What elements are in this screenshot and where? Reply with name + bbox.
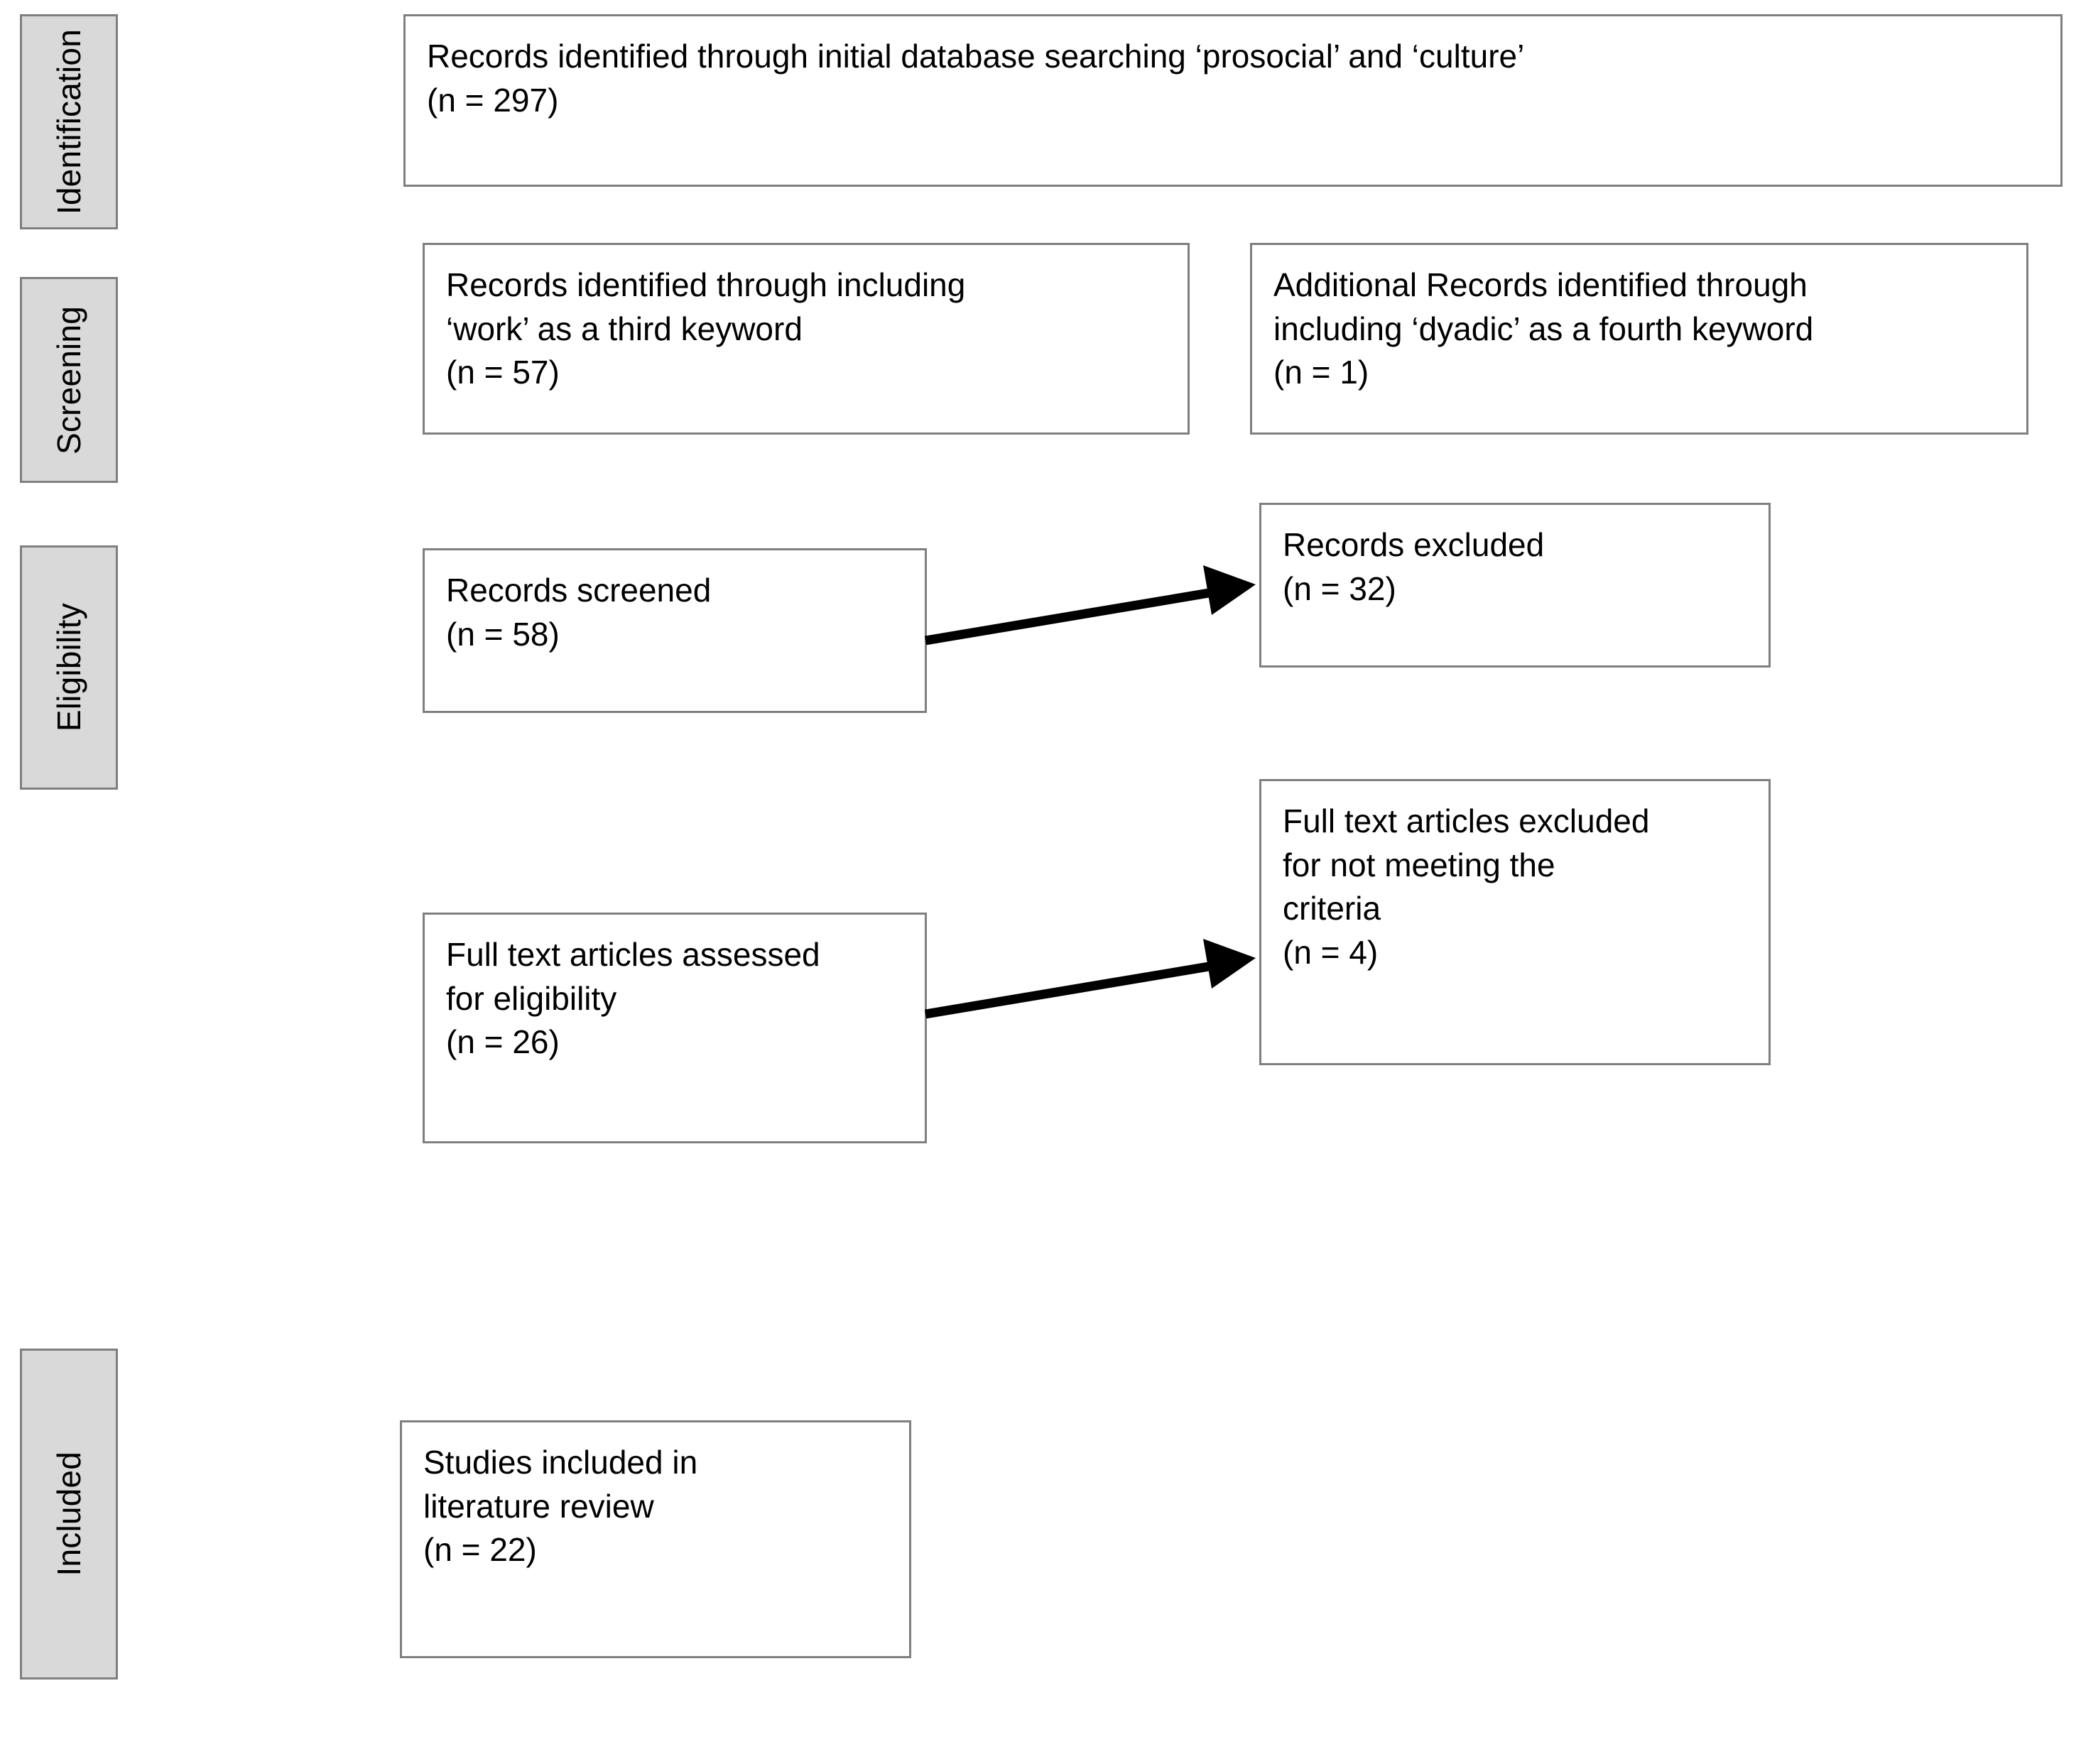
stage-box-included: Included [20, 1349, 118, 1679]
stage-box-identification: Identification [20, 14, 118, 229]
arrow-screened-to-excluded [924, 565, 1256, 646]
stage-label-identification: Identification [50, 28, 87, 215]
box-records-screened-text: Records screened (n = 58) [446, 572, 712, 653]
stage-label-included: Included [50, 1452, 87, 1577]
stage-box-screening: Screening [20, 277, 118, 483]
box-records-screened: Records screened (n = 58) [423, 548, 927, 713]
box-initial-search-text: Records identified through initial datab… [427, 38, 1525, 119]
box-fulltext-excluded: Full text articles excluded for not meet… [1259, 779, 1771, 1065]
box-fourth-keyword-text: Additional Records identified through in… [1273, 266, 1814, 391]
box-studies-included-text: Studies included in literature review (n… [423, 1444, 698, 1569]
box-fulltext-assessed-text: Full text articles assessed for eligibil… [446, 936, 820, 1061]
box-initial-search: Records identified through initial datab… [403, 14, 2063, 187]
box-records-excluded: Records excluded (n = 32) [1259, 503, 1771, 668]
stage-box-eligibility: Eligibility [20, 545, 118, 790]
box-records-excluded-text: Records excluded (n = 32) [1283, 526, 1545, 607]
arrow-assessed-to-excluded [924, 939, 1256, 1019]
box-studies-included: Studies included in literature review (n… [400, 1420, 911, 1658]
box-fourth-keyword: Additional Records identified through in… [1250, 243, 2028, 435]
box-fulltext-assessed: Full text articles assessed for eligibil… [423, 913, 927, 1143]
box-fulltext-excluded-text: Full text articles excluded for not meet… [1283, 802, 1650, 971]
box-third-keyword: Records identified through including ‘wo… [423, 243, 1190, 435]
box-third-keyword-text: Records identified through including ‘wo… [446, 266, 966, 391]
stage-label-eligibility: Eligibility [50, 603, 87, 732]
stage-label-screening: Screening [50, 305, 87, 454]
